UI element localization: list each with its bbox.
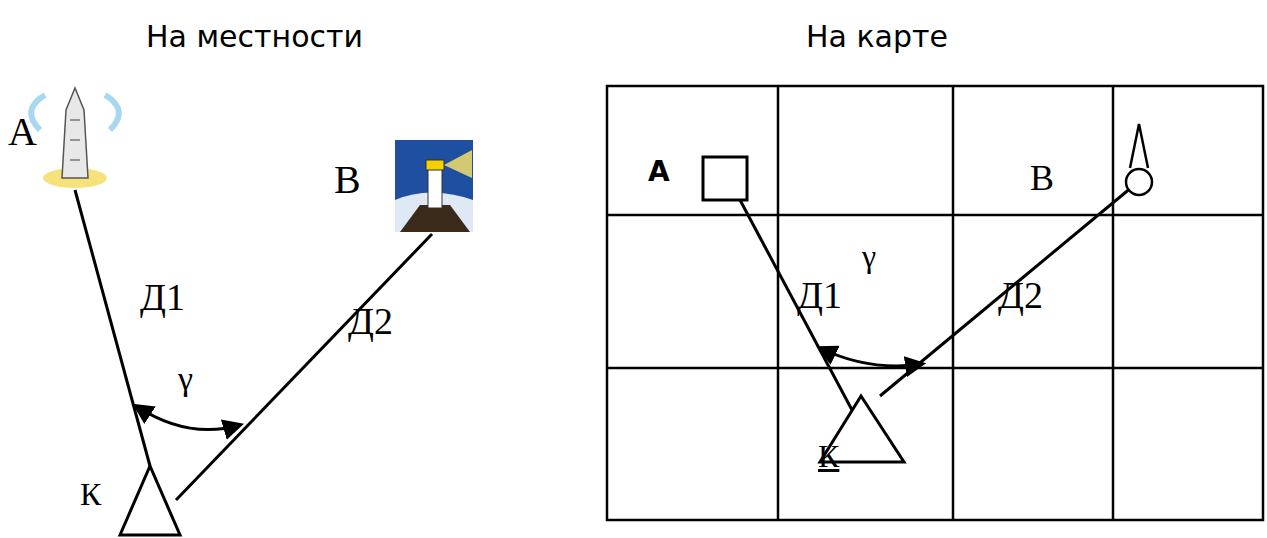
point-label: К — [80, 478, 101, 510]
angle-label: γ — [862, 240, 876, 272]
angle-arc — [136, 406, 240, 430]
map-grid — [607, 86, 1263, 520]
sight-line — [176, 234, 432, 500]
lighthouse-symbol — [1130, 124, 1148, 168]
lighthouse-icon — [395, 140, 473, 232]
obelisk-icon — [31, 88, 119, 188]
distance-label: Д2 — [348, 302, 393, 340]
sight-line — [740, 200, 852, 410]
lighthouse-symbol — [1126, 169, 1152, 195]
point-label: В — [334, 160, 361, 200]
point-label: В — [1030, 160, 1054, 196]
distance-label: Д1 — [797, 276, 842, 314]
point-label: К — [818, 440, 839, 472]
point-label: А — [8, 112, 37, 152]
station-triangle — [120, 466, 180, 535]
angle-label: γ — [178, 362, 193, 396]
point-label: А — [648, 158, 670, 186]
angle-arc — [820, 348, 922, 366]
panel-title: На карте — [806, 22, 948, 52]
sight-line — [75, 190, 150, 466]
distance-label: Д1 — [140, 278, 185, 316]
obelisk-symbol — [703, 157, 747, 200]
distance-label: Д2 — [998, 276, 1043, 314]
panel-title: На местности — [146, 22, 363, 52]
